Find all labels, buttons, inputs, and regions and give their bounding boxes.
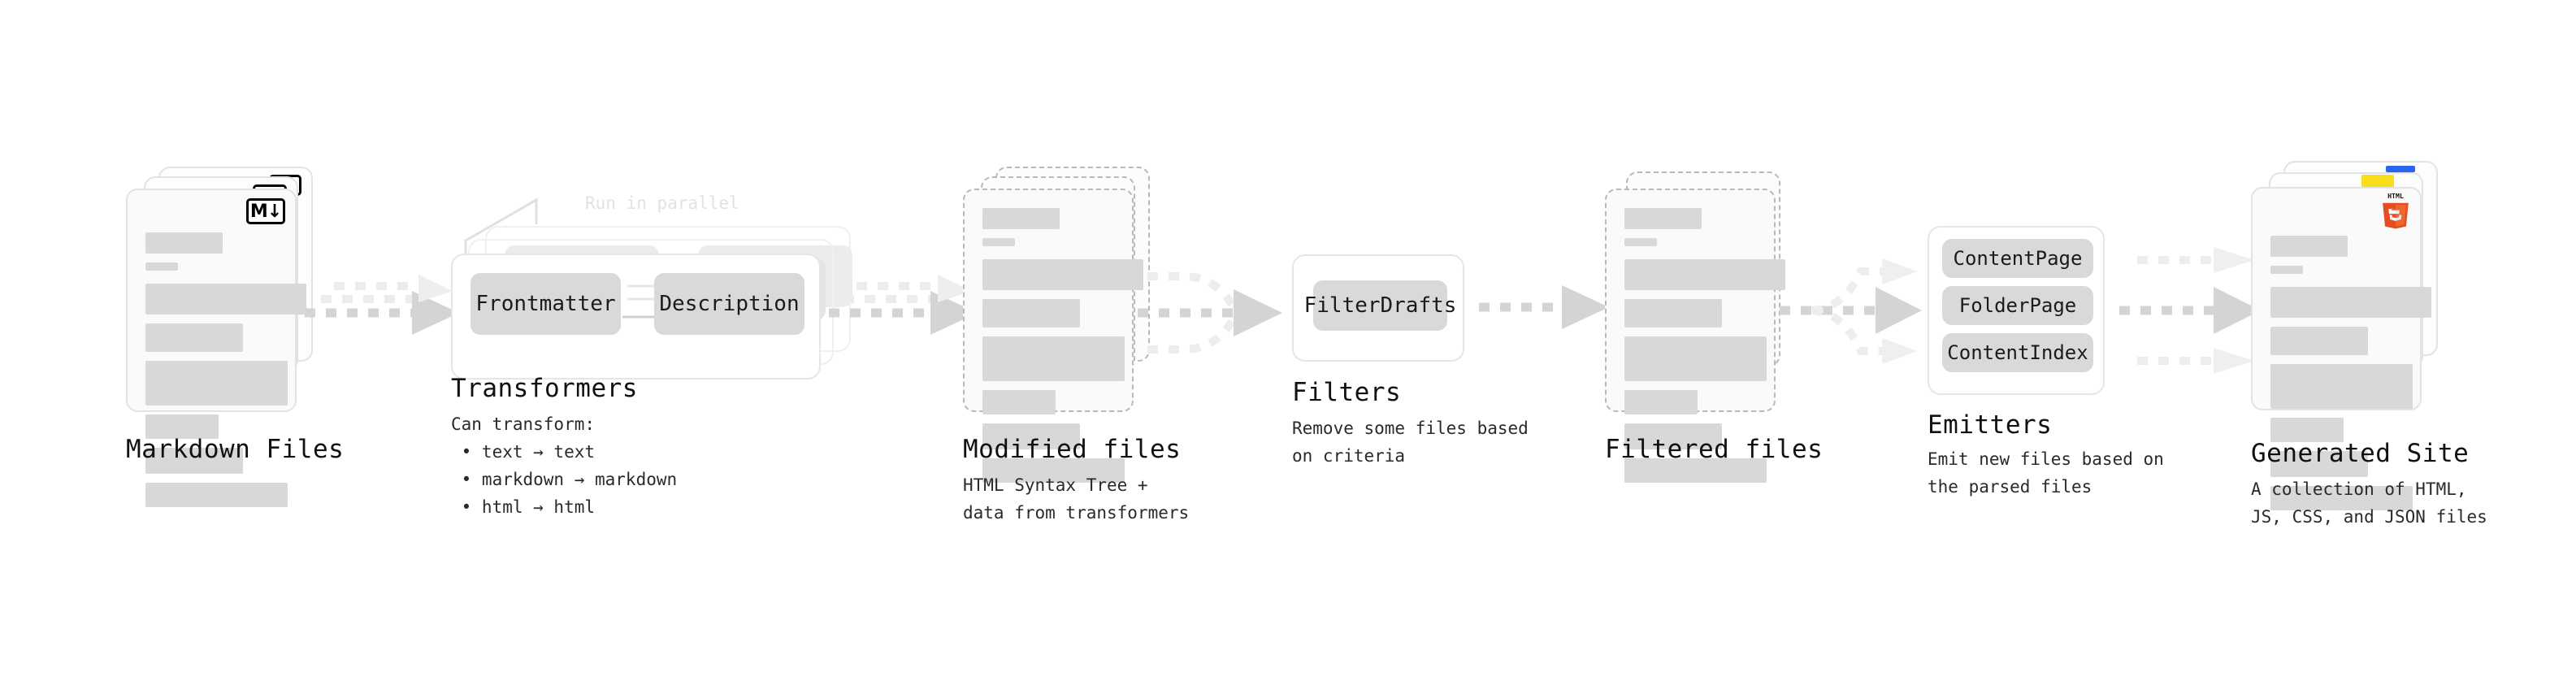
filtered-card-front bbox=[1605, 189, 1785, 483]
card-bar bbox=[2270, 236, 2348, 257]
generated-site-subtitle: A collection of HTML, JS, CSS, and JSON … bbox=[2251, 479, 2487, 527]
emitter-folderpage-label: FolderPage bbox=[1958, 294, 2077, 317]
generated-site-title: Generated Site bbox=[2251, 439, 2470, 468]
transformers-box-front[interactable]: Frontmatter Description bbox=[451, 254, 821, 380]
filters-box[interactable]: FilterDrafts bbox=[1292, 254, 1464, 362]
card-bar bbox=[982, 423, 1080, 449]
card-bar bbox=[145, 448, 243, 474]
card-bar bbox=[2270, 418, 2344, 442]
emitter-contentindex[interactable]: ContentIndex bbox=[1942, 333, 2093, 372]
card-bar bbox=[145, 232, 223, 254]
html5-icon: HTML bbox=[2383, 192, 2409, 229]
card-bar bbox=[1624, 390, 1698, 414]
css-icon bbox=[2386, 166, 2415, 172]
filter-filterdrafts-label: FilterDrafts bbox=[1303, 293, 1457, 318]
markdown-icon: M↓ bbox=[246, 198, 285, 224]
modified-files-title: Modified files bbox=[963, 435, 1182, 464]
connector-filters-to-filtered bbox=[1479, 285, 1609, 329]
filtered-files-title: Filtered files bbox=[1605, 435, 1824, 464]
connector-emitters-to-site bbox=[2119, 247, 2261, 374]
card-bar bbox=[145, 361, 288, 406]
run-in-parallel-label: Run in parallel bbox=[585, 193, 739, 213]
connector-filtered-to-emitters bbox=[1780, 258, 1922, 364]
emitters-title: Emitters bbox=[1928, 410, 2053, 440]
card-bar bbox=[145, 262, 178, 271]
card-bar bbox=[982, 390, 1056, 414]
emitters-subtitle: Emit new files based on the parsed files bbox=[1928, 449, 2164, 497]
markdown-badge-text: M↓ bbox=[249, 201, 282, 222]
card-bar bbox=[1624, 259, 1785, 290]
card-bar bbox=[1624, 336, 1767, 381]
markdown-card-bars bbox=[145, 232, 306, 516]
card-bar bbox=[2270, 266, 2303, 274]
card-bar bbox=[1624, 208, 1702, 229]
markdown-files-title: Markdown Files bbox=[126, 435, 345, 464]
markdown-card-front: M↓ bbox=[126, 189, 306, 507]
card-bar bbox=[2270, 287, 2431, 318]
run-in-parallel-bracket bbox=[464, 197, 538, 265]
connector-modified-to-filters bbox=[1138, 272, 1282, 354]
card-bar bbox=[1624, 299, 1722, 327]
transformers-title: Transformers bbox=[451, 374, 638, 403]
card-bar bbox=[145, 483, 288, 507]
card-bar bbox=[145, 284, 306, 314]
transformer-frontmatter[interactable]: Frontmatter bbox=[471, 273, 621, 335]
emitter-contentindex-label: ContentIndex bbox=[1947, 341, 2088, 364]
card-bar bbox=[2270, 486, 2413, 510]
card-bar bbox=[1624, 238, 1657, 246]
card-bar bbox=[2270, 327, 2368, 355]
card-bar bbox=[982, 458, 1125, 483]
filters-title: Filters bbox=[1292, 378, 1402, 407]
card-bar bbox=[1624, 423, 1722, 449]
emitters-box[interactable]: ContentPage FolderPage ContentIndex bbox=[1928, 226, 2105, 395]
modified-card-front bbox=[963, 189, 1143, 483]
connector-transformers-to-modified bbox=[829, 275, 978, 335]
site-card-front: HTML bbox=[2251, 187, 2431, 510]
card-bar bbox=[982, 238, 1015, 246]
emitter-folderpage[interactable]: FolderPage bbox=[1942, 286, 2093, 325]
card-bar bbox=[2270, 451, 2368, 477]
transformer-description-label: Description bbox=[659, 292, 800, 316]
card-bar bbox=[982, 299, 1080, 327]
emitter-contentpage[interactable]: ContentPage bbox=[1942, 239, 2093, 278]
svg-text:HTML: HTML bbox=[2387, 192, 2404, 200]
card-bar bbox=[1624, 458, 1767, 483]
modified-card-bars bbox=[982, 208, 1143, 492]
filter-filterdrafts[interactable]: FilterDrafts bbox=[1304, 280, 1456, 331]
card-bar bbox=[145, 414, 219, 439]
emitter-contentpage-label: ContentPage bbox=[1953, 247, 2083, 270]
js-icon bbox=[2361, 175, 2394, 189]
modified-files-subtitle: HTML Syntax Tree + data from transformer… bbox=[963, 475, 1190, 523]
filters-subtitle: Remove some files based on criteria bbox=[1292, 419, 1529, 466]
card-bar bbox=[145, 323, 243, 352]
card-bar bbox=[982, 336, 1125, 381]
site-card-bars bbox=[2270, 236, 2431, 519]
filtered-card-bars bbox=[1624, 208, 1785, 492]
connector-md-to-transformers bbox=[305, 275, 459, 335]
transformers-subtitle: Can transform: • text → text • markdown … bbox=[451, 414, 678, 518]
card-bar bbox=[2270, 364, 2413, 409]
transformer-frontmatter-label: Frontmatter bbox=[475, 292, 616, 316]
card-bar bbox=[982, 208, 1060, 229]
transformer-description[interactable]: Description bbox=[654, 273, 804, 335]
card-bar bbox=[982, 259, 1143, 290]
